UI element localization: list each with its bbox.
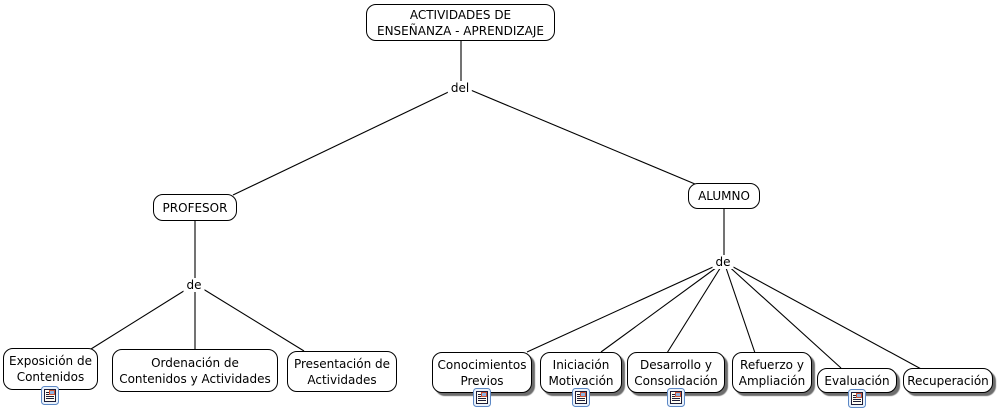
node-conocimientos-previos[interactable]: Conocimientos Previos xyxy=(432,352,532,393)
connector-line xyxy=(666,261,725,354)
node-actividades-ensenanza-aprendizaje[interactable]: ACTIVIDADES DE ENSEÑANZA - APRENDIZAJE xyxy=(366,4,555,41)
connector-line xyxy=(723,261,842,369)
link-label-de-alumno[interactable]: de xyxy=(712,255,734,269)
resource-icon[interactable] xyxy=(41,386,59,405)
connector-line xyxy=(723,261,924,371)
link-label-del[interactable]: del xyxy=(447,81,473,95)
resource-icon[interactable] xyxy=(473,388,491,407)
node-iniciacion-motivacion[interactable]: Iniciación Motivación xyxy=(540,352,622,393)
connector-line xyxy=(723,261,756,354)
node-evaluacion[interactable]: Evaluación xyxy=(817,368,897,393)
connector-line xyxy=(600,261,725,353)
resource-icon[interactable] xyxy=(572,388,590,407)
connector-line xyxy=(90,283,196,350)
node-ordenacion-de-contenidos-y-actividades[interactable]: Ordenación de Contenidos y Actividades xyxy=(112,349,278,392)
connector-line xyxy=(232,85,462,196)
node-alumno[interactable]: ALUMNO xyxy=(688,183,760,209)
connector-line xyxy=(194,283,305,352)
link-label-de-profesor[interactable]: de xyxy=(183,278,205,292)
node-desarrollo-y-consolidacion[interactable]: Desarrollo y Consolidación xyxy=(627,352,725,393)
resource-icon[interactable] xyxy=(848,389,866,408)
node-refuerzo-y-ampliacion[interactable]: Refuerzo y Ampliación xyxy=(732,352,812,393)
connector-line xyxy=(526,261,725,353)
node-recuperacion[interactable]: Recuperación xyxy=(903,368,993,393)
connector-line xyxy=(460,85,696,185)
node-exposicion-de-contenidos[interactable]: Exposición de Contenidos xyxy=(3,348,98,390)
node-profesor[interactable]: PROFESOR xyxy=(153,194,237,221)
resource-icon[interactable] xyxy=(667,388,685,407)
node-presentacion-de-actividades[interactable]: Presentación de Actividades xyxy=(287,351,397,392)
